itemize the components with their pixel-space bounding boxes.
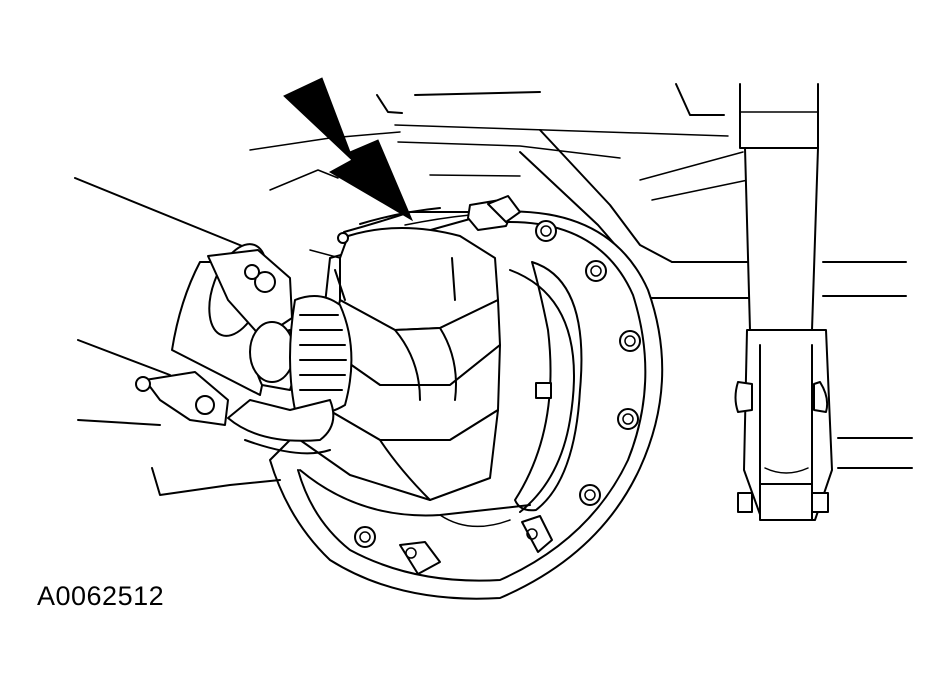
- drive-shaft: [74, 177, 353, 496]
- shock-absorber: [734, 84, 833, 521]
- callout-arrow: [283, 77, 414, 222]
- cover-bolts: [354, 220, 641, 575]
- differential-housing: [269, 210, 664, 600]
- figure-id-label: A0062512: [37, 581, 165, 611]
- arrow-pointer-icon: [283, 77, 414, 222]
- chassis-frame: [249, 83, 913, 469]
- sensor-connector: [309, 195, 521, 301]
